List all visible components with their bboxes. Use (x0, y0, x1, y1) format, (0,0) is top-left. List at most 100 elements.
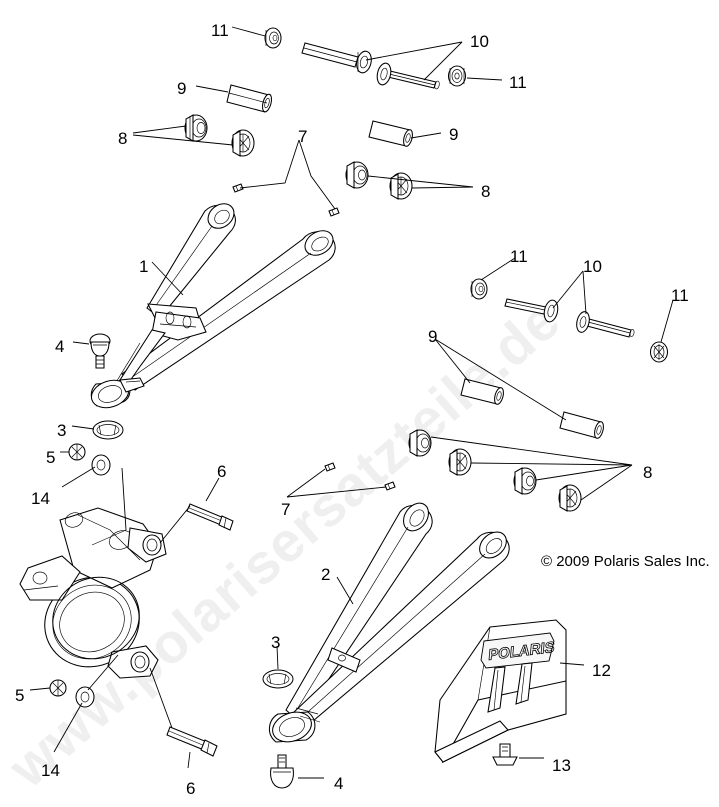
part-bolt-6-a (186, 503, 234, 531)
leader-knuckle-ear-upper (159, 505, 191, 544)
part-grease-fitting-7-b (328, 207, 340, 217)
part-grease-fitting-7-d (384, 481, 396, 491)
leader-5-b (29, 687, 51, 691)
part-lower-control-arm-2 (268, 502, 510, 743)
callout-1: 1 (139, 257, 149, 276)
part-bolt-10-b (376, 62, 440, 90)
callout-10-b: 10 (583, 257, 602, 276)
callout-7-b: 7 (281, 500, 291, 519)
leader-knuckle-lower (87, 654, 119, 691)
part-skid-plate-12: POLARIS (434, 619, 567, 764)
leader-9-a (195, 85, 229, 93)
leader-8-c (367, 175, 474, 188)
leader-7-lower (286, 468, 387, 498)
leader-10-a (365, 41, 463, 61)
leader-14-a (61, 466, 96, 488)
callout-7-a: 7 (298, 127, 308, 146)
callout-9-c: 9 (428, 327, 438, 346)
part-bushing-8-h (558, 484, 582, 512)
leader-9-c (434, 338, 471, 384)
callout-11-a: 11 (211, 21, 229, 40)
leader-1 (151, 261, 184, 296)
copyright-notice: © 2009 Polaris Sales Inc. (541, 553, 710, 570)
part-bolt-10-c (504, 298, 559, 323)
callout-11-c: 11 (510, 247, 528, 266)
callout-6-b: 6 (186, 779, 196, 798)
callout-12: 12 (592, 661, 611, 680)
leader-10-b (423, 41, 463, 81)
part-grease-fitting-7-a (232, 183, 244, 193)
leader-10-c (552, 270, 584, 309)
part-retaining-ring-3-b (262, 669, 294, 689)
leader-8-e (430, 436, 633, 466)
leader-11-a (231, 26, 266, 37)
part-grease-fitting-7-c (324, 462, 336, 472)
leader-11-b (466, 77, 503, 81)
leader-8-h (580, 464, 633, 501)
callout-9-a: 9 (177, 79, 187, 98)
leader-12 (559, 662, 585, 666)
leader-6-b (187, 751, 191, 769)
leader-9-d (434, 338, 567, 421)
callout-11-d: 11 (671, 286, 689, 305)
callout-9-b: 9 (449, 125, 459, 144)
callout-14-a: 14 (31, 489, 50, 508)
part-bolt-6-b (166, 726, 218, 757)
part-nut-11-b (447, 65, 467, 87)
part-sleeve-9-c (460, 378, 504, 405)
part-nut-11-c (470, 278, 488, 300)
part-bushing-8-d (389, 172, 413, 200)
callout-5-b: 5 (15, 686, 25, 705)
callout-10-a: 10 (470, 32, 489, 51)
part-sleeve-9-d (559, 411, 604, 439)
leader-11-d (660, 299, 674, 343)
part-bushing-8-g (513, 467, 537, 495)
part-washer-14-b (75, 686, 95, 708)
leader-3-b (276, 645, 279, 670)
leader-2 (336, 576, 354, 605)
part-bushing-8-e (408, 429, 432, 457)
callout-8-b: 8 (481, 182, 491, 201)
leader-8-g (535, 464, 633, 481)
part-retaining-ring-3-a (92, 420, 124, 440)
part-sleeve-9-a (226, 84, 273, 113)
callout-8-c: 8 (643, 463, 653, 482)
leader-11-c (480, 257, 516, 281)
callout-11-b: 11 (509, 73, 527, 92)
callout-5-a: 5 (46, 448, 56, 467)
part-sleeve-9-b (368, 120, 413, 147)
leader-knuckle-ear-lower (149, 667, 173, 729)
leader-14-b (53, 702, 83, 753)
leader-8-b (132, 134, 234, 146)
part-bolt-10-d (576, 311, 635, 338)
leader-7-upper (239, 139, 336, 210)
part-bushing-8-a (184, 114, 208, 142)
callout-14-b: 14 (41, 761, 60, 780)
callout-3-b: 3 (271, 633, 281, 652)
leader-8-d (411, 186, 474, 189)
part-nut-11-a (264, 27, 282, 49)
callout-4-b: 4 (334, 774, 344, 793)
leader-9-b (410, 132, 442, 139)
callout-3-a: 3 (57, 421, 67, 440)
part-ball-joint-4-a (89, 333, 111, 369)
callout-13: 13 (552, 756, 571, 775)
part-nut-11-d (649, 341, 669, 363)
leader-knuckle-upper (121, 467, 127, 531)
part-push-rivet-13 (492, 743, 518, 766)
part-nut-5-a (68, 443, 86, 461)
part-bushing-8-b (231, 129, 255, 157)
leader-8-f (470, 462, 633, 466)
part-bushing-8-c (345, 161, 369, 189)
part-steering-knuckle (19, 507, 167, 679)
part-nut-5-b (49, 679, 67, 697)
leader-10-d (582, 270, 587, 315)
part-ball-joint-4-b (270, 754, 294, 789)
leader-6-a (205, 477, 220, 502)
part-bolt-10-a (301, 42, 372, 74)
leader-3-a (71, 425, 95, 430)
part-bushing-8-f (448, 448, 472, 476)
part-washer-14-a (91, 454, 111, 476)
